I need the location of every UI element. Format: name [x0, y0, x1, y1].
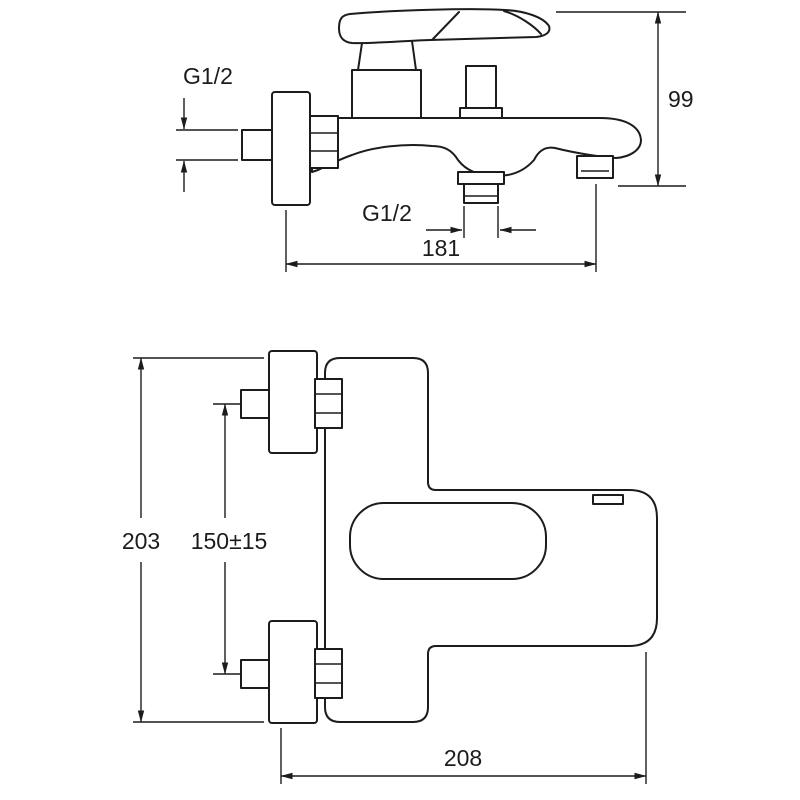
dim-body-height: 203	[122, 357, 264, 723]
shower-outlet-flange	[457, 171, 505, 185]
inlet-pipe	[241, 129, 273, 161]
ext-lines	[463, 206, 499, 238]
dim-inlet-thread: G1/2	[176, 63, 238, 192]
overall-width-label: 208	[444, 745, 482, 771]
mounting-nut-facets	[310, 132, 338, 152]
dim-inlet-spacing: 150±15	[191, 403, 268, 675]
outlet-thread-label: G1/2	[362, 200, 412, 226]
handle-lever	[338, 8, 551, 45]
inlet-spacing-label: 150±15	[191, 528, 268, 554]
side-view: G1/2 99 G1/2 181	[176, 8, 694, 272]
escutcheon-top	[268, 350, 318, 454]
pipe-top	[240, 389, 270, 419]
nut-bottom-facets	[315, 663, 342, 684]
spout-aerator	[576, 155, 614, 179]
handle-detail-lines	[431, 10, 542, 41]
handle-neck	[357, 40, 417, 71]
mounting-nut	[309, 115, 339, 169]
dim-overall-width: 208	[280, 652, 647, 784]
shower-outlet	[463, 183, 499, 204]
diverter-base	[459, 107, 503, 119]
height-label: 99	[668, 86, 694, 112]
lever-front	[349, 502, 547, 580]
escutcheon-bottom	[268, 620, 318, 724]
length-label: 181	[422, 235, 460, 261]
inlet-thread-label: G1/2	[183, 63, 233, 89]
wall-escutcheon	[271, 91, 311, 206]
spout-slot	[592, 494, 624, 505]
body-front	[324, 357, 658, 723]
valve-column	[351, 69, 422, 119]
body-height-label: 203	[122, 528, 160, 554]
dim-outlet-thread: G1/2	[362, 200, 536, 238]
nut-top-facets	[315, 393, 342, 414]
dim-height: 99	[556, 11, 694, 187]
diverter-knob	[465, 65, 497, 109]
pipe-bottom	[240, 659, 270, 689]
faucet-body	[311, 117, 642, 177]
nut-top	[314, 378, 343, 429]
nut-bottom	[314, 648, 343, 699]
front-view: 203 150±15 208	[122, 350, 658, 784]
dim-length: 181	[285, 184, 597, 272]
ext-lines	[176, 129, 238, 161]
